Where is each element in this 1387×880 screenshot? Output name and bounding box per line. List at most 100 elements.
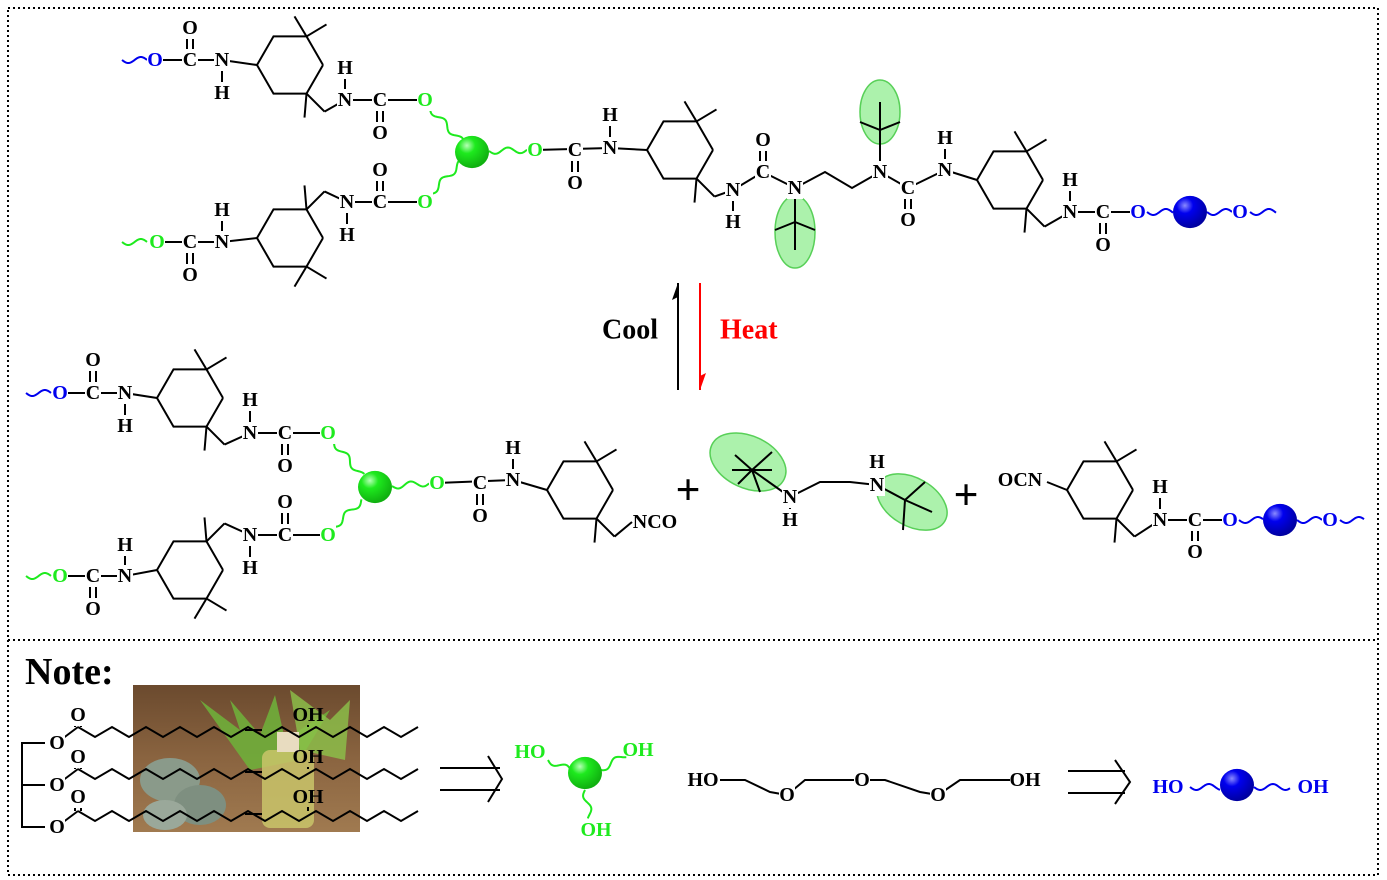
bond-chain: [77, 725, 419, 739]
label-bg: [725, 179, 741, 201]
atom-label-h: H: [505, 437, 521, 459]
label-bg: [1062, 201, 1078, 223]
label-bg: [242, 524, 258, 546]
atom-label-o: O: [429, 472, 445, 494]
label-bg: [417, 191, 433, 213]
atom-label-o: O: [49, 732, 65, 754]
atom-label-n: N: [118, 565, 133, 587]
atom-label-h: H: [214, 82, 230, 104]
atom-label-n: N: [603, 137, 618, 159]
atom-label-o: O: [277, 455, 293, 477]
label-bg: [505, 437, 521, 459]
label-bg: [417, 89, 433, 111]
bond-line: [693, 178, 698, 203]
label-bg: [85, 382, 101, 404]
atom-label-n: N: [506, 469, 521, 491]
bond-line: [737, 469, 753, 485]
atom-label-n: N: [338, 89, 353, 111]
atom-label-n: N: [788, 177, 803, 199]
label-bg: [337, 57, 353, 79]
label-bg: [85, 565, 101, 587]
label-bg: [117, 565, 133, 587]
atom-label-h: H: [725, 211, 741, 233]
bond-line: [205, 597, 228, 612]
label-bg: [755, 129, 771, 151]
atom-label-o: O: [182, 17, 198, 39]
label-bg: [1062, 169, 1078, 191]
atom-label-n: N: [783, 486, 798, 508]
bond-line: [293, 266, 308, 288]
atom-label-n: N: [340, 191, 355, 213]
atom-label-o: O: [930, 784, 946, 806]
atom-label-c: C: [568, 139, 582, 161]
bond-line: [695, 108, 718, 123]
bond-line: [751, 451, 773, 471]
bond-chain: [77, 767, 419, 781]
atom-label-c: C: [756, 161, 770, 183]
atom-label-o: O: [277, 491, 293, 513]
label-bg: [1152, 509, 1168, 531]
label-bg: [147, 49, 163, 71]
wavy-linker: [1339, 516, 1365, 524]
bond-line: [583, 440, 598, 462]
label-bg: [320, 524, 336, 546]
label-bg: [372, 122, 388, 144]
atom-label-h: H: [782, 509, 798, 531]
label-bg: [214, 82, 230, 104]
atom-label-h: H: [117, 534, 133, 556]
blue-peg-core: [1173, 195, 1207, 229]
bond-line: [1013, 130, 1028, 152]
label-bg: [1187, 541, 1203, 563]
atom-label-h: H: [937, 127, 953, 149]
bond-line: [734, 454, 753, 471]
wavy-linker: [25, 388, 52, 398]
atom-label-ho: HO: [514, 741, 545, 763]
bond-chain: [545, 460, 614, 520]
label-bg: [117, 534, 133, 556]
atom-label-ho: HO: [687, 769, 718, 791]
atom-label-c: C: [1188, 509, 1202, 531]
atom-label-oh: OH: [292, 746, 324, 768]
bond-line: [1115, 517, 1136, 538]
bond-chain: [789, 481, 878, 498]
label-bg: [372, 89, 388, 111]
wavy-linker: [582, 789, 593, 819]
atom-label-o: O: [85, 349, 101, 371]
label-bg: [182, 264, 198, 286]
bond-chain: [155, 368, 224, 428]
label-bg: [505, 469, 521, 491]
label-bg: [242, 422, 258, 444]
label-bg: [372, 191, 388, 213]
bond-line: [1025, 207, 1046, 228]
atom-label-o: O: [372, 122, 388, 144]
atom-label-c: C: [1096, 201, 1110, 223]
atom-label-o: O: [417, 89, 433, 111]
label-bg: [52, 382, 68, 404]
bond-line: [595, 517, 616, 538]
bond-line: [904, 499, 933, 513]
plus-sign: +: [675, 466, 700, 515]
atom-label-n: N: [243, 422, 258, 444]
label-bg: [1095, 201, 1111, 223]
heat-label: Heat: [720, 315, 778, 346]
label-bg: [1095, 234, 1111, 256]
cool-arrow-head: [672, 283, 678, 300]
green-polyol-core: [455, 135, 489, 169]
label-bg: [725, 211, 741, 233]
atom-label-n: N: [938, 159, 953, 181]
label-bg: [602, 137, 618, 159]
label-bg: [1232, 201, 1248, 223]
atom-label-c: C: [183, 231, 197, 253]
bond-chain: [487, 755, 504, 803]
atom-label-o: O: [49, 774, 65, 796]
label-bg: [49, 732, 65, 754]
label-bg: [49, 816, 65, 838]
atom-label-c: C: [373, 89, 387, 111]
atom-label-o: O: [52, 565, 68, 587]
bond-line: [593, 518, 598, 543]
label-bg: [277, 422, 293, 444]
label-bg: [277, 524, 293, 546]
atom-label-o: O: [85, 598, 101, 620]
atom-label-o: O: [149, 231, 165, 253]
wavy-linker: [488, 146, 528, 155]
